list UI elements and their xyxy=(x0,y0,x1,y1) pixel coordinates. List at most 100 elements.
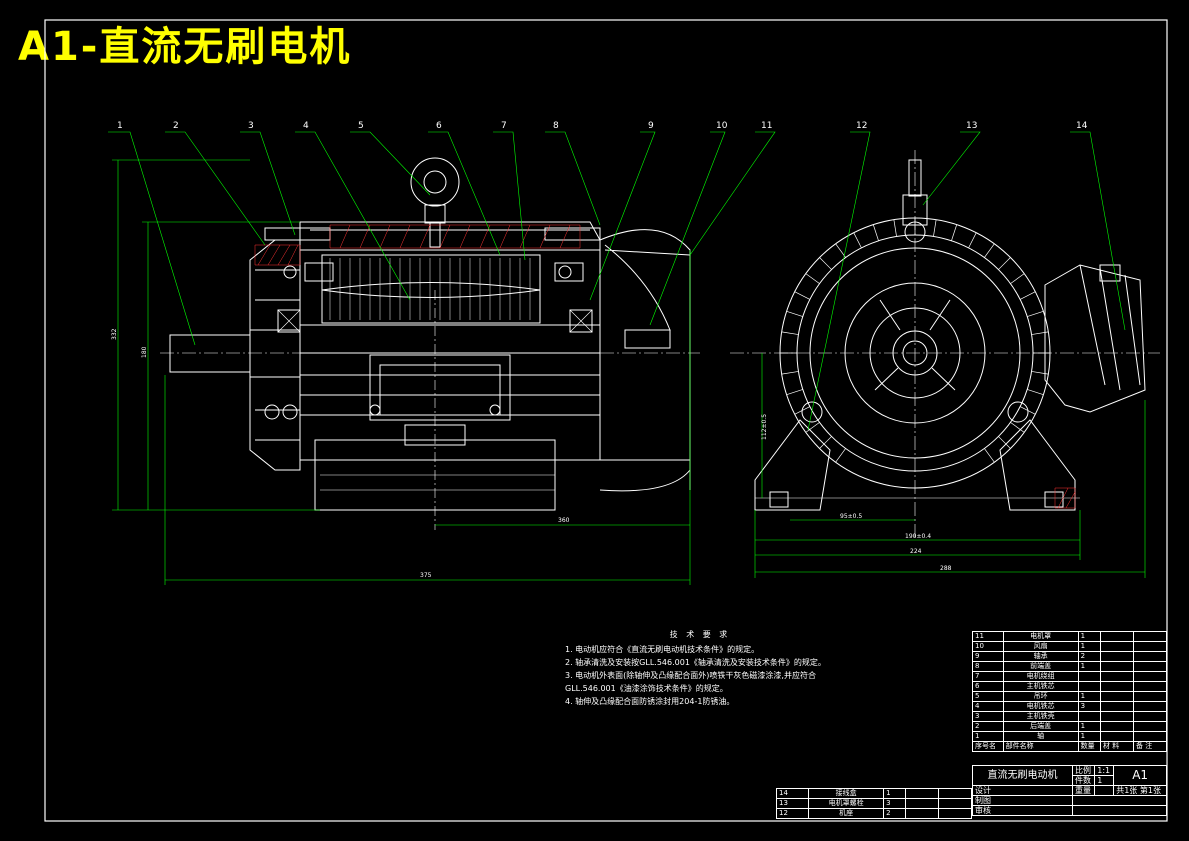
balloon-13: 13 xyxy=(966,121,977,131)
hdr-material: 材 料 xyxy=(1100,741,1134,752)
part-name: 轴 xyxy=(1002,731,1079,742)
part-qty: 1 xyxy=(883,788,906,799)
part-no: 10 xyxy=(972,641,1004,652)
balloon-9: 9 xyxy=(648,121,654,131)
part-no: 13 xyxy=(775,798,810,809)
balloon-7: 7 xyxy=(501,121,507,131)
sheet-count: 共1张 第1张 xyxy=(1113,785,1167,796)
shaft xyxy=(169,334,251,373)
cooling-fin xyxy=(968,232,977,249)
drawing-label: 制图 xyxy=(972,795,1073,806)
part-name: 电机罩螺栓 xyxy=(808,798,885,809)
parts-header-row: 序号名 部件名称 数量 材 料 备 注 xyxy=(972,741,1167,752)
part-name: 电机罩 xyxy=(1002,631,1079,642)
dim-overall-length: 375 xyxy=(420,572,432,579)
cooling-fin xyxy=(893,219,897,237)
part-name: 电机铁芯 xyxy=(1002,701,1079,712)
balloon-14: 14 xyxy=(1076,121,1088,131)
cooling-fin xyxy=(933,219,937,237)
dim-left-height-inner: 180 xyxy=(141,346,148,358)
part-no: 11 xyxy=(972,631,1004,642)
part-no: 4 xyxy=(972,701,1004,712)
part-name: 后端盖 xyxy=(1002,721,1079,732)
part-name: 主机铁壳 xyxy=(1002,711,1079,722)
part-no: 1 xyxy=(972,731,1004,742)
hdr-remark: 备 注 xyxy=(1133,741,1167,752)
part-no: 14 xyxy=(775,788,810,799)
part-qty: 1 xyxy=(1077,721,1102,732)
note-4: 4. 轴伸及凸缘配合面防锈涂封用204-1防锈油。 xyxy=(565,697,735,706)
part-qty xyxy=(1077,681,1102,692)
cooling-fin xyxy=(781,371,799,375)
dim-half-width: 95±0.5 xyxy=(840,513,862,520)
cooling-fin xyxy=(835,448,846,463)
lifting-eye xyxy=(410,157,460,207)
cooling-fin xyxy=(835,243,846,258)
check-label: 审核 xyxy=(972,805,1073,816)
part-qty: 1 xyxy=(1077,691,1102,702)
side-view xyxy=(169,157,691,511)
balloon-3: 3 xyxy=(248,121,254,131)
cooling-fin xyxy=(786,310,803,317)
cooling-fin xyxy=(819,257,832,270)
sheet-size: A1 xyxy=(1113,765,1167,786)
part-no: 6 xyxy=(972,681,1004,692)
part-qty: 2 xyxy=(883,808,906,819)
balloon-10: 10 xyxy=(716,121,728,131)
part-name: 接线盒 xyxy=(808,788,885,799)
balloon-6: 6 xyxy=(436,121,442,131)
part-qty xyxy=(1077,671,1102,682)
dim-center-height: 112±0.5 xyxy=(761,414,768,440)
leader-lines xyxy=(108,131,1126,431)
balloon-2: 2 xyxy=(173,121,179,131)
part-no: 12 xyxy=(775,808,810,819)
cooling-fin xyxy=(998,257,1011,270)
drawing-title: A1-直流无刷电机 xyxy=(18,24,352,70)
hdr-no: 序号名 xyxy=(972,741,1004,752)
technical-notes: 技 术 要 求 1. 电动机应符合《直流无刷电动机技术条件》的规定。 2. 轴承… xyxy=(565,628,835,708)
housing xyxy=(299,221,601,461)
feet xyxy=(754,419,831,511)
cooling-fin xyxy=(984,448,995,463)
cooling-fin xyxy=(1027,389,1044,396)
part-qty xyxy=(1077,711,1102,722)
balloon-labels: 1 2 3 4 5 6 7 8 9 10 11 12 13 14 xyxy=(117,121,1088,131)
part-name: 电机绕组 xyxy=(1002,671,1079,682)
design-label: 设计 xyxy=(972,785,1073,796)
dimension-lines xyxy=(112,159,1146,585)
balloon-11: 11 xyxy=(761,121,772,131)
title-block: 直流无刷电动机 比例 1:1 A1 件数 1 设计 重量 共1张 第1张 制图 … xyxy=(972,765,1167,816)
balloon-4: 4 xyxy=(303,121,309,131)
note-3: 3. 电动机外表面(除轴伸及凸缘配合面外)喷铁干灰色磁漆涂漆,并应符合 xyxy=(565,671,816,680)
notes-heading: 技 术 要 求 xyxy=(669,630,731,639)
part-name: 机座 xyxy=(808,808,885,819)
part-no: 3 xyxy=(972,711,1004,722)
cooling-fin xyxy=(805,273,820,284)
rear-end-cover xyxy=(249,239,301,471)
bearing xyxy=(277,309,301,333)
cooling-fin xyxy=(805,422,820,433)
cooling-fin xyxy=(794,291,811,300)
cooling-fin xyxy=(872,224,879,241)
drawing-frame xyxy=(44,19,1168,822)
cooling-fin xyxy=(1027,310,1044,317)
cooling-fin xyxy=(1019,291,1036,300)
cooling-fin xyxy=(853,232,862,249)
cooling-fin xyxy=(781,331,799,335)
part-qty: 3 xyxy=(1077,701,1102,712)
qty-value: 1 xyxy=(1094,775,1115,786)
part-no: 9 xyxy=(972,651,1004,662)
part-name: 风扇 xyxy=(1002,641,1079,652)
title-block-name: 直流无刷电动机 xyxy=(972,765,1073,786)
balloon-12: 12 xyxy=(856,121,867,131)
dim-left-height: 332 xyxy=(111,328,118,340)
part-qty: 1 xyxy=(1077,631,1102,642)
